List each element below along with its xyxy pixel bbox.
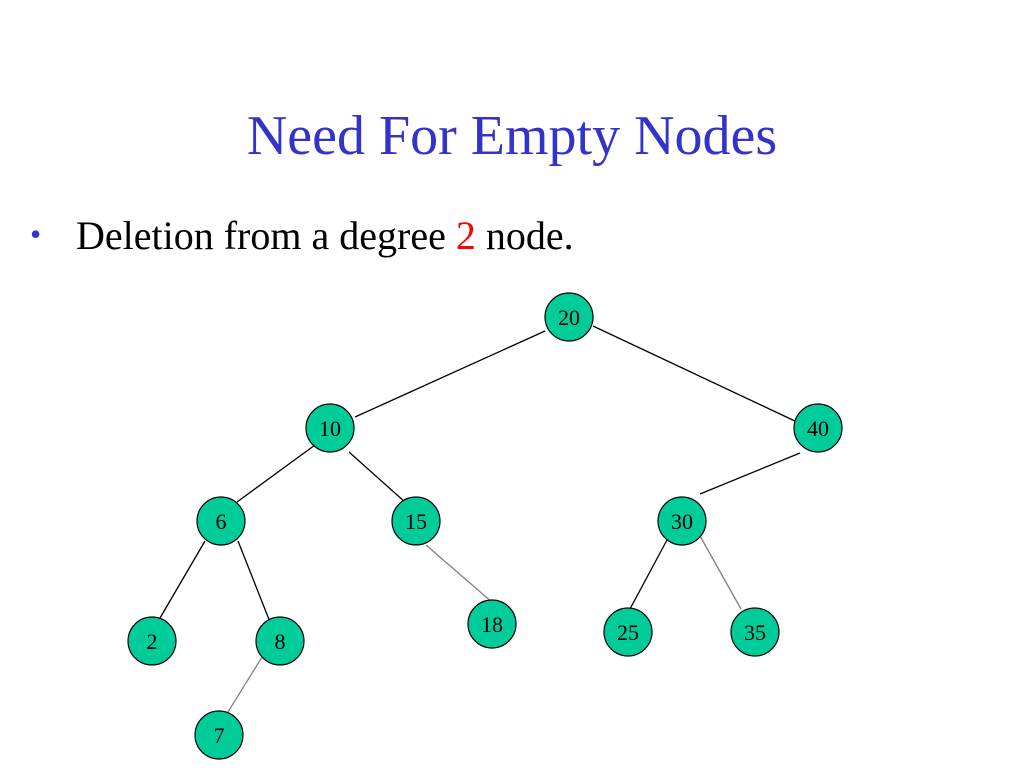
bullet-text-before: Deletion from a degree	[76, 213, 456, 258]
tree-node: 6	[196, 496, 246, 546]
edge-20-10	[354, 330, 546, 418]
tree-node: 15	[391, 496, 441, 546]
edge-10-15	[348, 451, 406, 503]
tree-node: 18	[467, 599, 517, 649]
tree-node: 40	[793, 403, 843, 453]
node-label: 18	[481, 612, 503, 637]
edge-30-35	[699, 535, 742, 610]
slide-title: Need For Empty Nodes	[246, 105, 778, 167]
node-label: 8	[275, 629, 286, 654]
node-label: 35	[744, 620, 766, 645]
tree-node: 8	[255, 616, 305, 666]
node-label: 30	[671, 509, 693, 534]
node-label: 10	[319, 416, 341, 441]
node-label: 2	[147, 629, 158, 654]
bullet-highlight: 2	[455, 213, 476, 258]
node-label: 20	[558, 305, 580, 330]
edge-6-8	[237, 540, 271, 623]
tree-node: 25	[603, 607, 653, 657]
tree-node: 20	[544, 292, 594, 342]
node-label: 6	[216, 509, 227, 534]
edge-6-2	[159, 540, 206, 619]
node-label: 25	[617, 620, 639, 645]
bullet-dot-icon: •	[30, 216, 42, 252]
tree-node: 2	[127, 616, 177, 666]
edge-10-6	[236, 444, 316, 503]
bullet-text-after: node.	[475, 213, 574, 258]
tree-node: 10	[305, 403, 355, 453]
node-label: 7	[214, 723, 225, 748]
tree-node: 35	[730, 607, 780, 657]
edge-40-30	[699, 452, 801, 495]
node-label: 15	[405, 509, 427, 534]
edge-30-25	[629, 539, 668, 610]
tree-node: 7	[194, 710, 244, 760]
node-label: 40	[807, 416, 829, 441]
tree-node: 30	[657, 496, 707, 546]
edge-20-40	[592, 325, 798, 423]
edge-15-18	[425, 544, 494, 604]
edge-8-7	[227, 656, 263, 713]
bullet-item: • Deletion from a degree 2 node.	[30, 207, 574, 263]
